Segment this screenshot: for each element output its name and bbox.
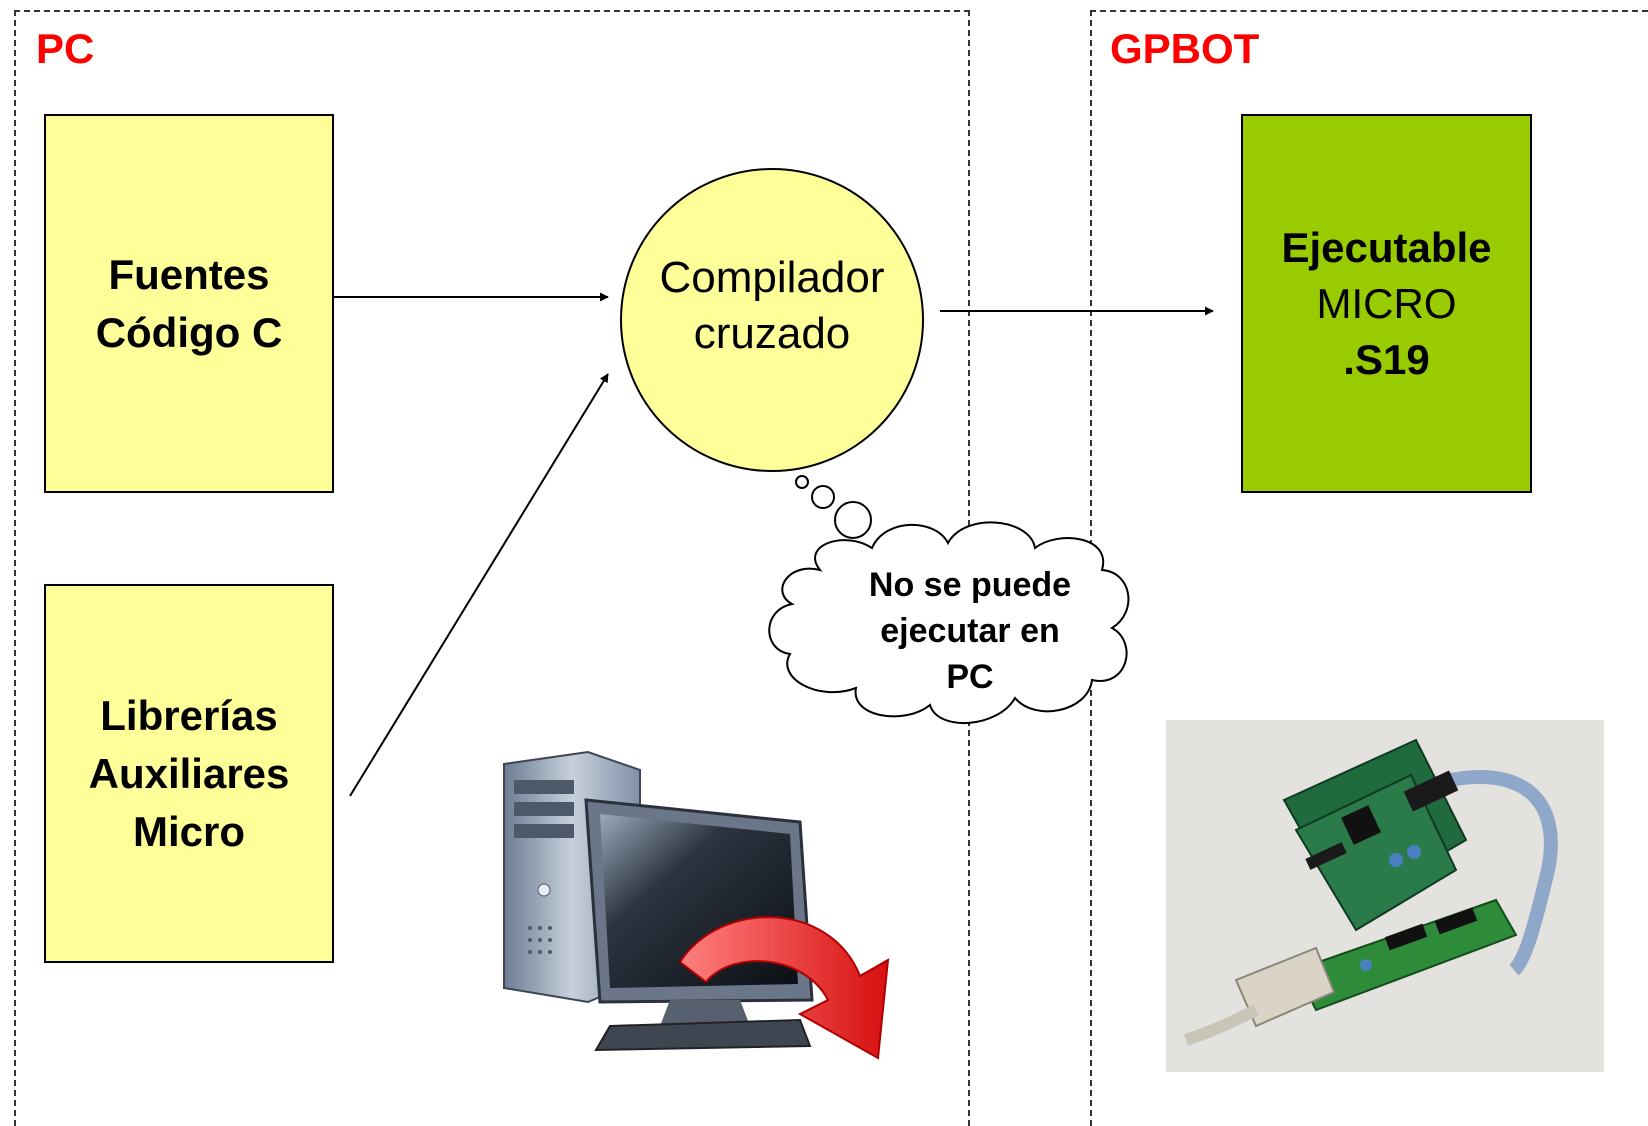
compilador-line2: cruzado <box>693 309 851 358</box>
compilador-line1: Compilador <box>659 253 885 302</box>
node-librerias-auxiliares: Librerías Auxiliares Micro <box>44 584 334 963</box>
thought-bubble-medium <box>811 485 835 509</box>
thought-bubble-small <box>795 475 809 489</box>
desktop-computer-icon <box>503 750 890 1060</box>
cloud-line1: No se puede <box>868 566 1072 604</box>
node-fuentes-codigo-c: Fuentes Código C <box>44 114 334 493</box>
region-title-pc: PC <box>36 25 95 72</box>
librerias-line3: Micro <box>132 807 245 855</box>
thought-cloud-shape <box>768 521 1130 724</box>
librerias-line1: Librerías <box>100 691 278 739</box>
node-ejecutable-micro: Ejecutable MICRO .S19 <box>1241 114 1532 493</box>
thought-cloud-text: No se puede ejecutar en PC <box>810 562 1130 700</box>
fuentes-line2: Código C <box>95 308 283 356</box>
fuentes-line1: Fuentes <box>108 250 270 298</box>
download-arrow-icon <box>678 916 890 1060</box>
ejecutable-line3: .S19 <box>1343 335 1430 383</box>
ejecutable-line2: MICRO <box>1316 279 1457 327</box>
node-compilador-cruzado: Compilador cruzado <box>620 168 924 472</box>
arrow-librerias-to-compilador <box>349 373 609 797</box>
librerias-line2: Auxiliares <box>88 749 290 797</box>
cloud-line3: PC <box>946 658 994 696</box>
gpbot-board-photo <box>1166 720 1604 1072</box>
ejecutable-line1: Ejecutable <box>1281 223 1492 271</box>
cloud-line2: ejecutar en <box>880 612 1060 650</box>
thought-bubble-large <box>834 501 872 539</box>
region-title-gpbot: GPBOT <box>1110 25 1260 72</box>
